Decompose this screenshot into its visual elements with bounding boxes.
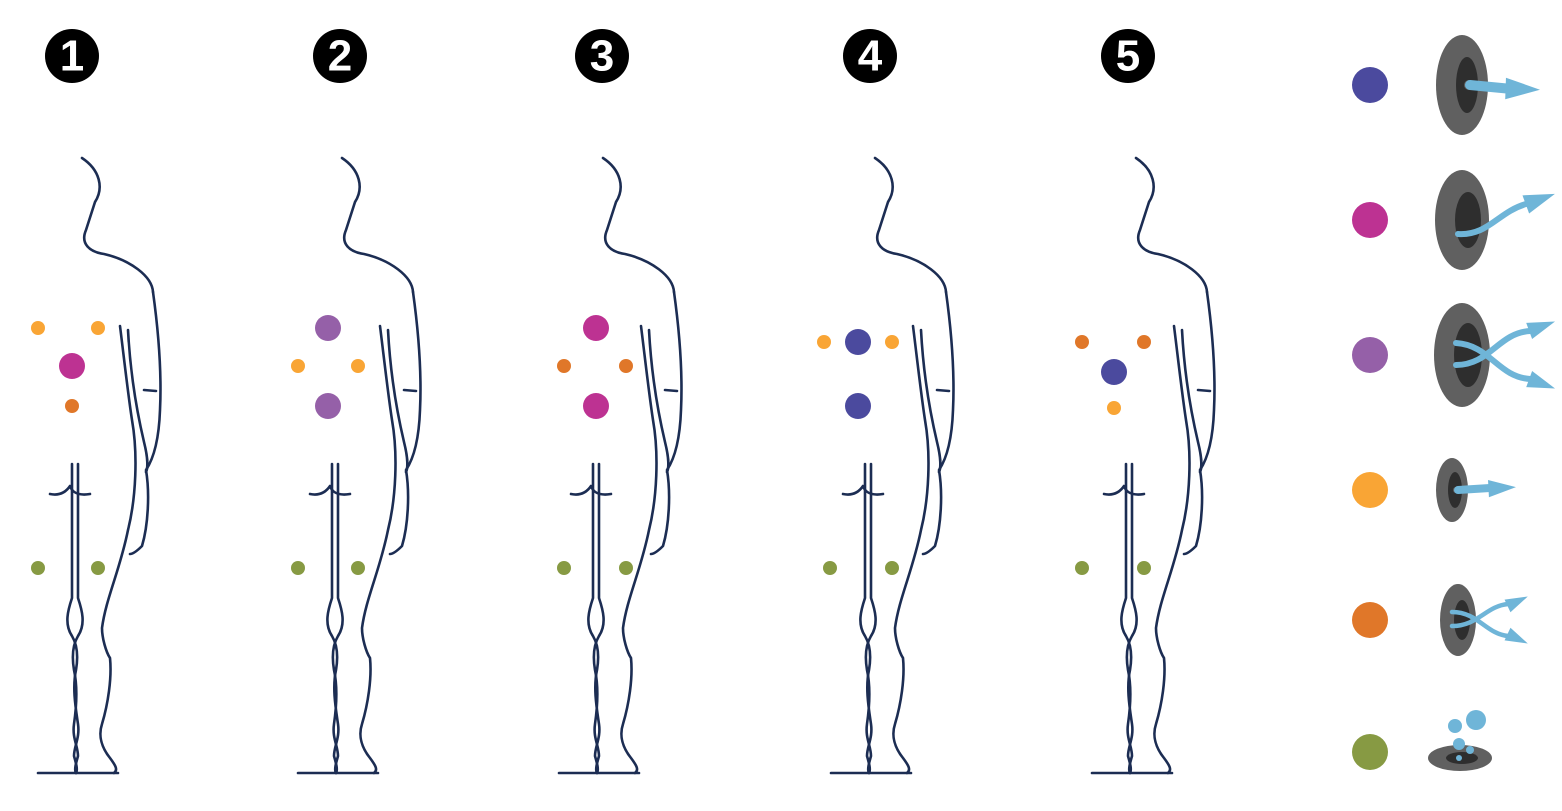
large-disc-straight-arrow-icon	[1436, 35, 1540, 135]
marker-olive	[557, 561, 571, 575]
panel-number-4: 4	[858, 32, 883, 81]
legend-swatch-yellow	[1352, 472, 1388, 508]
flow-arrow	[1449, 609, 1511, 639]
marker-yellow	[291, 359, 305, 373]
marker-olive	[823, 561, 837, 575]
panel-number-2: 2	[328, 32, 352, 81]
flow-arrow	[1453, 328, 1533, 368]
legend-row-olive	[1352, 710, 1492, 771]
bubble	[1456, 755, 1462, 761]
marker-yellow	[1107, 401, 1121, 415]
flow-arrow	[1465, 80, 1517, 94]
marker-navy	[845, 329, 871, 355]
large-disc-curved-arrow-icon	[1435, 170, 1555, 270]
flow-arrow	[1453, 340, 1533, 382]
panel-badge-circle	[843, 29, 897, 83]
bubble	[1466, 746, 1474, 754]
panel-badges: 1 2 3 4 5	[60, 32, 1140, 81]
marker-yellow	[31, 321, 45, 335]
body-silhouette	[1090, 156, 1216, 775]
panel-number-3: 3	[590, 32, 614, 81]
legend-swatch-magenta	[1352, 202, 1388, 238]
arrow-head	[1505, 77, 1540, 100]
marker-olive	[91, 561, 105, 575]
arrow-head	[1526, 321, 1556, 340]
legend-swatch-olive	[1352, 734, 1388, 770]
body-silhouette	[296, 156, 422, 775]
legend-swatch-navy	[1352, 67, 1388, 103]
panel-number-5: 5	[1116, 32, 1140, 81]
marker-orange	[65, 399, 79, 413]
legend-row-navy	[1352, 35, 1540, 135]
flow-arrow	[1455, 201, 1529, 238]
bubble	[1453, 738, 1465, 750]
disc-bubbles-icon	[1428, 710, 1492, 771]
body-silhouette	[557, 156, 683, 775]
arrow-head	[1488, 479, 1516, 498]
marker-yellow	[351, 359, 365, 373]
body-silhouette	[36, 156, 162, 775]
body-silhouette	[829, 156, 955, 775]
panel-badge-circle	[45, 29, 99, 83]
marker-olive	[619, 561, 633, 575]
legend-row-magenta	[1352, 170, 1555, 270]
marker-olive	[1075, 561, 1089, 575]
panel-badge-circle	[1101, 29, 1155, 83]
marker-orange	[1137, 335, 1151, 349]
marker-navy	[1101, 359, 1127, 385]
arrow-head	[1526, 370, 1556, 389]
arrow-head	[1522, 193, 1555, 214]
panel-5	[1075, 29, 1216, 775]
marker-orange	[1075, 335, 1089, 349]
flow-arrow	[1449, 601, 1511, 629]
large-disc-crossing-arrows-icon	[1434, 303, 1556, 407]
panel-2	[291, 29, 422, 775]
flow-arrow	[1454, 484, 1494, 494]
marker-yellow	[91, 321, 105, 335]
marker-orange	[557, 359, 571, 373]
panel-1	[31, 29, 162, 775]
legend-swatch-orange	[1352, 602, 1388, 638]
disc-inner	[1455, 192, 1481, 248]
marker-magenta	[583, 315, 609, 341]
disc-inner	[1454, 600, 1470, 640]
panel-number-1: 1	[60, 32, 84, 81]
marker-yellow	[885, 335, 899, 349]
bubble	[1466, 710, 1486, 730]
marker-purple	[315, 393, 341, 419]
marker-magenta	[59, 353, 85, 379]
bubble	[1448, 719, 1462, 733]
panels-layer	[31, 29, 1216, 775]
marker-olive	[351, 561, 365, 575]
legend-row-purple	[1352, 303, 1556, 407]
legend-row-orange	[1352, 584, 1528, 656]
panel-3	[557, 29, 683, 775]
legend	[1352, 35, 1556, 771]
marker-purple	[315, 315, 341, 341]
panel-4	[817, 29, 955, 775]
marker-magenta	[583, 393, 609, 419]
marker-yellow	[817, 335, 831, 349]
marker-olive	[291, 561, 305, 575]
arrow-head	[1504, 627, 1528, 644]
marker-navy	[845, 393, 871, 419]
marker-olive	[31, 561, 45, 575]
arrow-head	[1504, 596, 1528, 613]
marker-olive	[885, 561, 899, 575]
legend-swatch-purple	[1352, 337, 1388, 373]
disc-inner	[1454, 323, 1482, 387]
small-disc-straight-arrow-icon	[1436, 458, 1516, 522]
panel-badge-circle	[575, 29, 629, 83]
small-disc-crossing-arrows-icon	[1440, 584, 1528, 656]
legend-row-yellow	[1352, 458, 1516, 522]
marker-olive	[1137, 561, 1151, 575]
marker-orange	[619, 359, 633, 373]
panel-badge-circle	[313, 29, 367, 83]
